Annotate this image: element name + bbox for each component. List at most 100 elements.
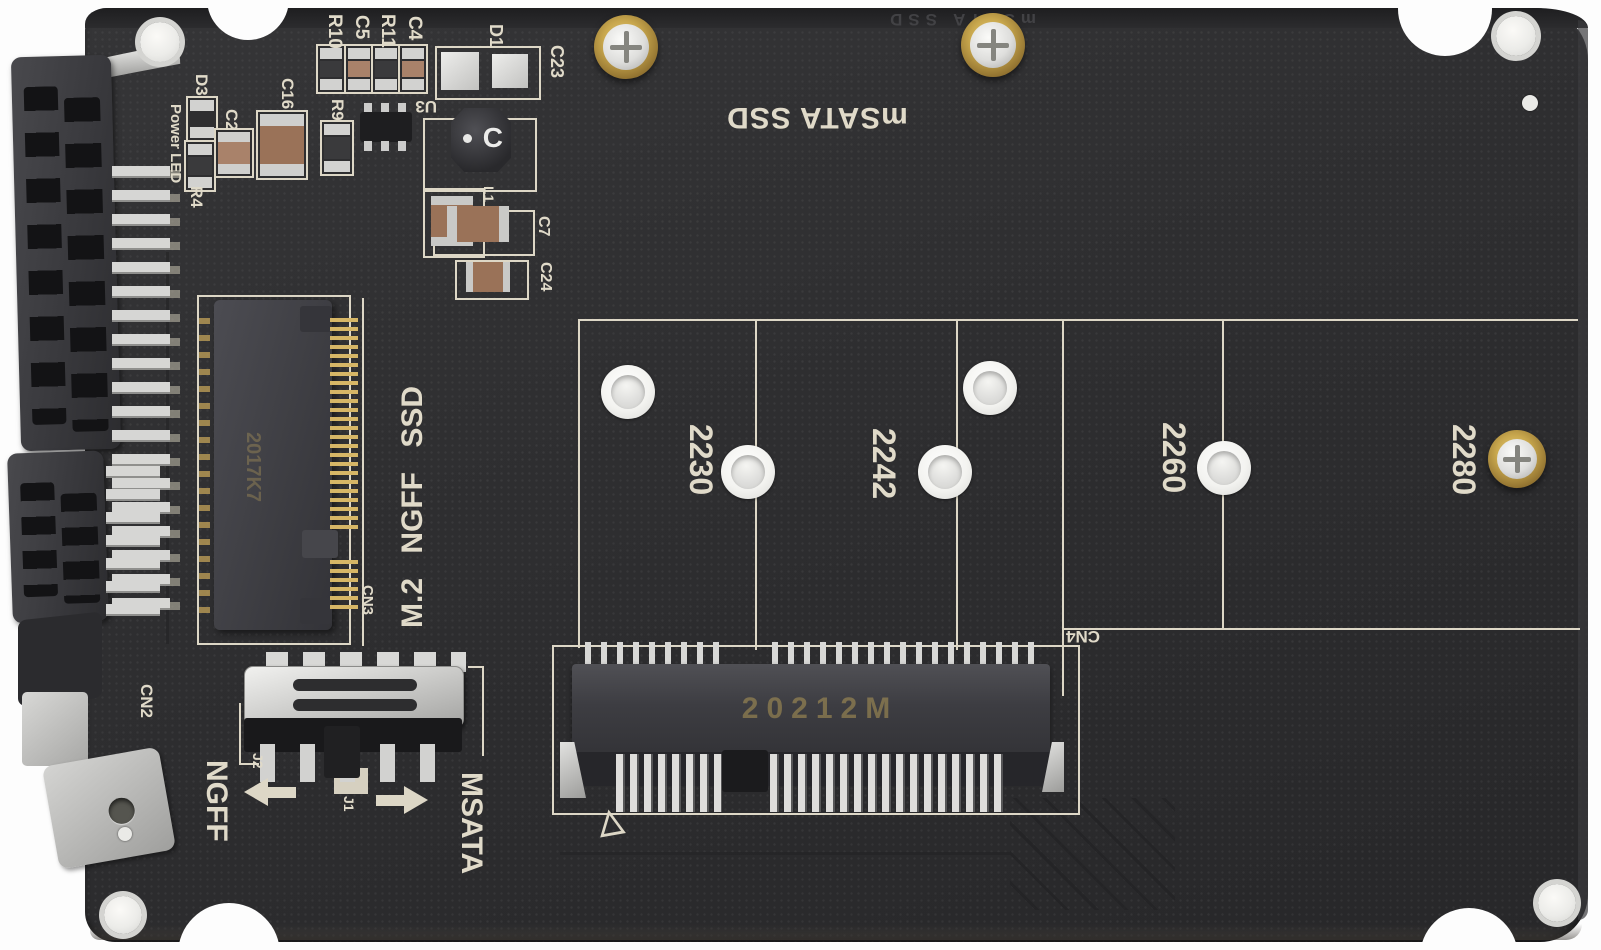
phillips-screw-icon — [603, 24, 649, 70]
sata-data-connector — [7, 450, 109, 624]
brass-standoff-screw — [594, 15, 658, 79]
pcb-traces — [1010, 798, 1175, 910]
silkscreen-line — [362, 298, 364, 646]
standoff-hole — [601, 365, 655, 419]
left-arrow-icon — [268, 787, 296, 798]
pcb-trace — [560, 852, 1010, 855]
standoff-hole-2230 — [721, 445, 775, 499]
sata-solder-pads — [170, 170, 180, 618]
resistor-r10 — [316, 44, 346, 94]
label-r10: R10 — [324, 14, 345, 49]
m2-socket-key — [302, 530, 338, 558]
phillips-screw-icon — [1497, 439, 1537, 479]
capacitor-c5 — [344, 44, 374, 94]
label-j1: J1 — [341, 796, 357, 812]
standoff-hole-2242 — [918, 445, 972, 499]
diode-d1-pad — [492, 54, 528, 88]
label-r4: R4 — [187, 186, 206, 208]
sata-contact-slots — [20, 482, 59, 598]
switch-silkscreen-mark — [482, 666, 484, 756]
ic-u3 — [360, 112, 412, 142]
sata-contact-slots — [63, 97, 109, 432]
label-d3: D3 — [192, 74, 211, 96]
via-hole — [1522, 95, 1538, 111]
right-arrow-icon — [404, 786, 428, 814]
label-c23: C23 — [547, 45, 567, 79]
m2-socket-marking: 2017K7 — [242, 432, 264, 503]
board-bottom-edge — [90, 924, 1582, 940]
silkscreen-line — [578, 321, 580, 648]
label-c16: C16 — [278, 78, 297, 110]
m2-socket-tab — [300, 306, 332, 332]
switch-slot — [293, 679, 417, 691]
bracket-screw-hole — [106, 795, 137, 826]
label-size-2230: 2230 — [683, 424, 719, 496]
capacitor-c7 — [447, 206, 509, 242]
capacitor-c4 — [398, 44, 428, 94]
label-u3: U3 — [415, 97, 437, 116]
label-r9: R9 — [328, 99, 347, 121]
board-edge-faint-text: mSATA SSD — [884, 10, 1036, 28]
m2-socket-gold-pins — [330, 318, 358, 530]
sata-power-connector — [10, 54, 122, 452]
label-cn2: CN2 — [137, 684, 156, 719]
diode-d1-outline — [435, 46, 541, 100]
label-m2-region-title: M.2 NGFF SSD — [396, 385, 429, 628]
phillips-screw-icon — [970, 22, 1016, 68]
mounting-hole — [140, 22, 180, 62]
label-ngff-mode: NGFF — [200, 760, 233, 842]
label-msata-mode: MSATA — [455, 772, 488, 875]
label-l1: L1 — [481, 186, 497, 203]
left-arrow-icon — [244, 778, 268, 806]
mounting-hole — [1496, 16, 1536, 56]
standoff-hole-2260 — [1197, 441, 1251, 495]
sata-mounting-bracket — [41, 746, 177, 870]
m2-socket-cn3 — [214, 300, 332, 630]
standoff-hole — [963, 361, 1017, 415]
m2-socket-pads — [199, 318, 210, 618]
ic-u3-pins — [364, 103, 410, 113]
diode-d1-pad — [441, 52, 479, 90]
mode-slide-switch — [244, 666, 464, 728]
switch-silkscreen-mark — [239, 703, 241, 765]
c24-outline — [455, 260, 529, 300]
mounting-hole — [1538, 884, 1576, 922]
switch-slot — [293, 699, 417, 711]
resistor-r9 — [320, 120, 354, 176]
brass-standoff-screw — [961, 13, 1025, 77]
ic-u3-pins — [364, 141, 410, 151]
msata-socket-bottom-pins — [616, 754, 722, 812]
sata-contact-slots — [60, 492, 101, 604]
label-r11: R11 — [377, 14, 398, 48]
label-size-2242: 2242 — [866, 428, 902, 500]
board-top-edge: mSATA SSD — [85, 8, 1588, 28]
msata-socket-marking: 20212M — [741, 692, 899, 725]
resistor-r4 — [184, 140, 216, 192]
inductor-marking: C — [482, 122, 503, 153]
sata-contact-slots — [23, 86, 67, 425]
led-d3 — [186, 96, 218, 142]
sata-mounting-bracket — [22, 692, 88, 766]
via-hole — [118, 827, 132, 841]
label-cn4: CN4 — [1065, 627, 1100, 646]
label-d1: D1 — [486, 24, 506, 48]
m2-socket-tab — [300, 598, 332, 624]
label-c4: C4 — [404, 16, 425, 41]
label-c24: C24 — [537, 262, 554, 292]
inductor-dot — [463, 134, 472, 143]
msata-socket-cn4 — [572, 664, 1050, 756]
switch-center-post — [324, 726, 360, 778]
m2-socket-gold-pins — [330, 560, 358, 612]
label-msata-region-title: mSATA SSD — [726, 101, 908, 134]
power-inductor: C — [451, 108, 511, 172]
label-c5: C5 — [351, 15, 372, 40]
label-cn3: CN3 — [359, 585, 376, 616]
board-right-edge — [1578, 20, 1588, 920]
brass-standoff-screw-2280 — [1488, 430, 1546, 488]
silkscreen-line — [1062, 321, 1064, 696]
msata-socket-key-post — [722, 750, 768, 792]
label-size-2280: 2280 — [1446, 424, 1482, 496]
msata-socket-top-pins — [585, 642, 725, 668]
right-arrow-icon — [376, 795, 404, 806]
